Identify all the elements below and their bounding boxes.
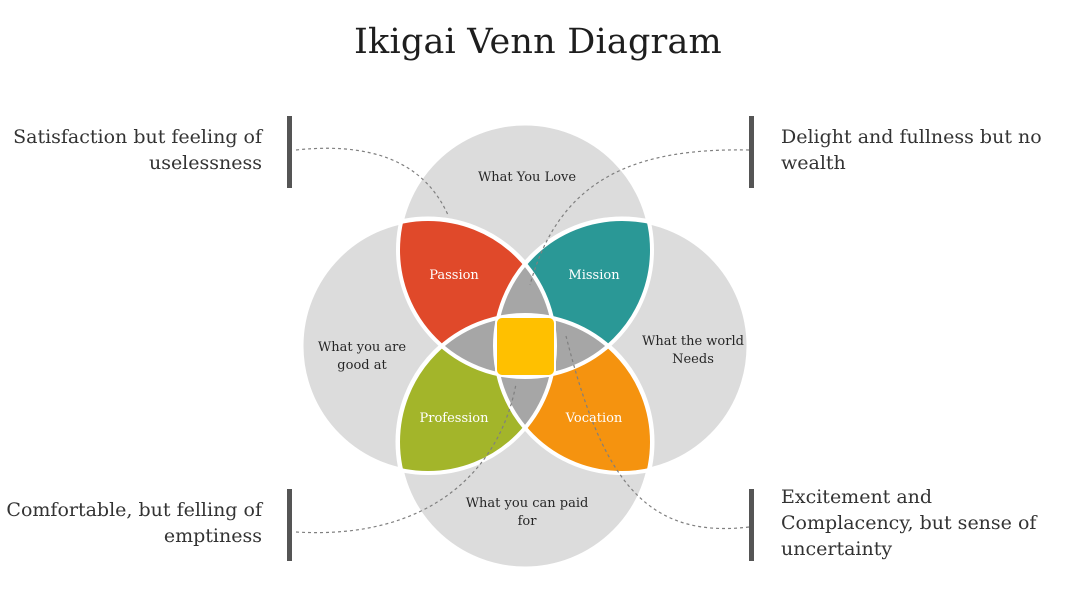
note-bottom-left-bar	[287, 489, 292, 561]
leader-lines	[295, 147, 750, 534]
note-top-right: Delight and fullness but no wealth	[781, 124, 1042, 176]
label-passion: Passion	[429, 268, 479, 283]
leader-bottom-right	[565, 335, 750, 529]
diagram-title: Ikigai Venn Diagram	[354, 22, 722, 62]
note-bottom-right-line-2: Complacency, but sense of	[781, 512, 1037, 534]
label-vocation: Vocation	[565, 411, 623, 426]
center-ikigai	[495, 316, 556, 377]
note-bottom-left-line-1: Comfortable, but felling of	[6, 499, 262, 521]
note-bottom-right-line-3: uncertainty	[781, 538, 893, 560]
note-top-left-line-2: uselessness	[148, 152, 262, 174]
label-paid-for-line-1: What you can paid	[466, 496, 589, 511]
leader-top-left	[295, 147, 449, 216]
leader-bottom-left	[295, 383, 517, 534]
label-profession: Profession	[420, 411, 490, 426]
note-top-right-line-2: wealth	[781, 152, 846, 174]
label-mission: Mission	[568, 268, 620, 283]
note-top-left-line-1: Satisfaction but feeling of	[13, 126, 262, 148]
label-what-you-love: What You Love	[478, 170, 576, 185]
circle-labels: What You Love What you are good at What …	[318, 170, 744, 529]
label-paid-for-line-2: for	[518, 514, 538, 529]
leader-top-right	[529, 149, 750, 286]
note-bottom-left-line-2: emptiness	[163, 525, 262, 547]
note-bottom-right-line-1: Excitement and	[781, 486, 933, 508]
note-bottom-left: Comfortable, but felling of emptiness	[6, 497, 262, 549]
note-top-left: Satisfaction but feeling of uselessness	[13, 124, 262, 176]
petal-labels: Passion Mission Profession Vocation	[420, 268, 623, 426]
note-top-right-bar	[749, 116, 754, 188]
note-bottom-right: Excitement and Complacency, but sense of…	[781, 484, 1036, 562]
note-top-right-line-1: Delight and fullness but no	[781, 126, 1042, 148]
label-world-needs-line-2: Needs	[672, 352, 714, 367]
label-good-at-line-2: good at	[337, 358, 387, 373]
label-world-needs-line-1: What the world	[642, 334, 744, 349]
label-good-at-line-1: What you are	[318, 340, 406, 355]
note-bottom-right-bar	[749, 489, 754, 561]
note-top-left-bar	[287, 116, 292, 188]
